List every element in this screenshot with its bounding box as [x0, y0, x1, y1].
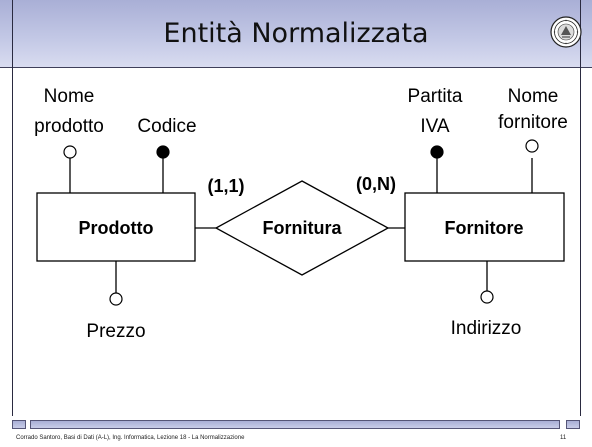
footer-square-right — [566, 420, 580, 429]
right-border-line — [580, 0, 581, 416]
entity-prodotto-label: Prodotto — [79, 218, 154, 238]
university-seal-logo — [550, 16, 582, 48]
cardinality-left: (1,1) — [207, 176, 244, 196]
attr-nome-prodotto-label-line1: Nome — [44, 86, 95, 107]
cardinality-right: (0,N) — [356, 174, 396, 194]
attr-nome-fornitore-label-line2: fornitore — [498, 112, 568, 133]
attr-indirizzo-circle — [480, 290, 494, 304]
attr-nome-fornitore-label-line1: Nome — [508, 86, 559, 107]
title-band — [0, 0, 592, 68]
entity-prodotto-box — [36, 192, 196, 262]
footer-bar — [30, 420, 560, 429]
attr-prezzo-label: Prezzo — [86, 321, 145, 342]
relationship-fornitura-label: Fornitura — [263, 218, 343, 238]
attr-nome-prodotto-circle — [63, 145, 77, 159]
attr-codice-label: Codice — [137, 116, 196, 137]
footer-square-left — [12, 420, 26, 429]
entity-fornitore-label: Fornitore — [445, 218, 524, 238]
slide-title: Entità Normalizzata — [163, 18, 429, 49]
attr-partita-iva-key-circle — [430, 145, 444, 159]
left-border-line — [12, 0, 13, 416]
attr-nome-prodotto-label-line2: prodotto — [34, 116, 104, 137]
attr-partita-iva-label-line2: IVA — [420, 116, 450, 137]
entity-fornitore-box — [404, 192, 565, 262]
attr-indirizzo-label: Indirizzo — [451, 318, 522, 339]
relationship-fornitura-diamond — [214, 180, 390, 276]
attr-partita-iva-label-line1: Partita — [408, 86, 463, 107]
attr-nome-fornitore-circle — [525, 139, 539, 153]
attr-codice-key-circle — [156, 145, 170, 159]
footer-caption: Corrado Santoro, Basi di Dati (A-L), Ing… — [16, 435, 245, 441]
page-number: 11 — [560, 435, 567, 441]
attr-prezzo-circle — [109, 292, 123, 306]
